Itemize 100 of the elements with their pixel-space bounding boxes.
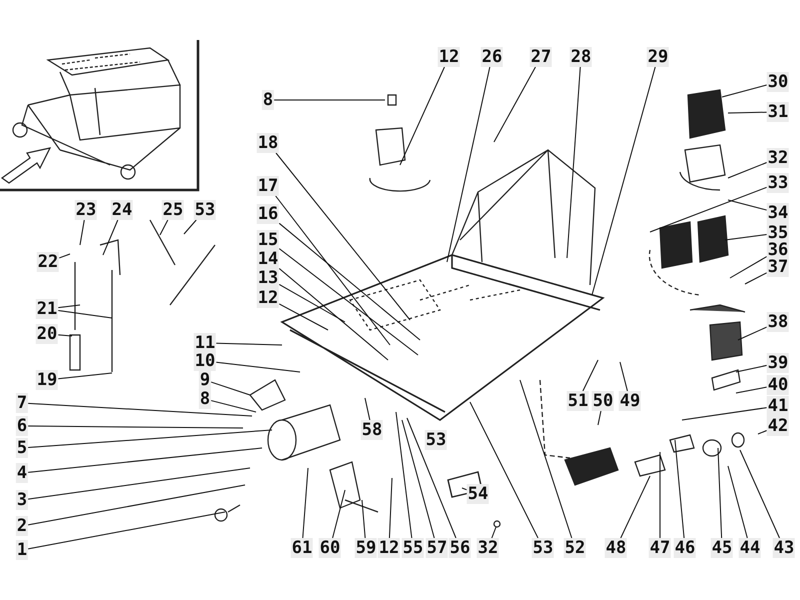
leader-line <box>400 66 445 166</box>
callout-number: 53 <box>194 200 216 220</box>
callout-number: 24 <box>110 200 134 220</box>
callout-number: 9 <box>198 370 212 390</box>
leader-line <box>718 448 722 538</box>
callout-number: 54 <box>466 484 490 504</box>
leader-line <box>402 420 435 538</box>
leader-line <box>278 304 328 330</box>
callout-number: 22 <box>36 252 60 272</box>
callout-number: 28 <box>570 47 592 67</box>
callout-number: 8 <box>262 90 274 110</box>
callout-number: 1 <box>16 540 28 560</box>
callout-number: 53 <box>424 430 448 450</box>
callout-number: 8 <box>198 389 212 409</box>
callout-number: 18 <box>256 133 280 153</box>
leader-line <box>728 112 768 114</box>
leader-line <box>58 334 72 336</box>
leader-line <box>80 220 85 246</box>
callout-number: 26 <box>480 47 504 67</box>
callout-number: 53 <box>532 538 554 558</box>
callout-number: 47 <box>648 538 672 558</box>
leader-line <box>216 362 300 372</box>
leader-line <box>58 372 112 380</box>
leader-line <box>28 402 252 416</box>
leader-line <box>184 220 197 234</box>
leader-line <box>494 66 536 142</box>
callout-number: 40 <box>766 375 790 395</box>
leader-line <box>740 450 780 538</box>
callout-number: 13 <box>256 268 280 288</box>
leader-line <box>58 254 70 258</box>
leader-line <box>491 526 496 538</box>
leader-line <box>396 412 412 538</box>
leader-line <box>650 186 768 232</box>
leader-line <box>160 220 168 236</box>
leader-line <box>28 430 272 448</box>
callout-number: 37 <box>766 257 790 277</box>
leader-line <box>28 448 262 473</box>
leader-line <box>520 380 572 538</box>
callout-number: 20 <box>36 324 58 344</box>
leader-line <box>758 430 768 434</box>
leader-line <box>388 478 392 538</box>
callout-number: 6 <box>16 416 28 436</box>
leader-line <box>620 476 650 538</box>
leader-line <box>28 484 246 526</box>
callout-number: 34 <box>766 203 790 223</box>
leader-line <box>362 500 366 538</box>
leader-line <box>736 386 768 394</box>
leader-line <box>722 84 768 98</box>
callout-number: 42 <box>766 416 790 436</box>
callout-number: 45 <box>710 538 734 558</box>
callout-number: 3 <box>16 490 28 510</box>
callout-number: 16 <box>256 204 280 224</box>
leader-line <box>674 440 685 538</box>
callout-number: 2 <box>16 516 28 536</box>
leader-line <box>728 200 768 211</box>
callout-number: 46 <box>674 538 696 558</box>
callout-number: 50 <box>592 391 614 411</box>
callout-number: 12 <box>256 288 280 308</box>
callout-number: 44 <box>738 538 762 558</box>
callout-number: 17 <box>256 176 280 196</box>
callout-number: 61 <box>290 538 314 558</box>
callout-number: 55 <box>402 538 424 558</box>
callout-number: 58 <box>360 420 384 440</box>
callout-number: 33 <box>766 173 790 193</box>
leader-line <box>598 410 602 426</box>
callout-number: 30 <box>766 72 790 92</box>
callout-number: 48 <box>604 538 628 558</box>
leader-line <box>446 66 490 262</box>
leader-line <box>332 490 346 538</box>
callout-number: 29 <box>646 47 670 67</box>
leader-line <box>278 222 420 340</box>
callout-number: 12 <box>378 538 400 558</box>
leader-line <box>744 272 768 284</box>
leader-line <box>728 162 768 178</box>
callout-number: 25 <box>162 200 184 220</box>
callout-number: 32 <box>766 148 790 168</box>
callout-number: 27 <box>530 47 552 67</box>
leader-line <box>736 364 768 372</box>
leader-line <box>58 304 80 308</box>
leader-line <box>592 66 656 296</box>
callout-number: 41 <box>766 396 790 416</box>
leader-line <box>724 234 768 240</box>
callout-number: 4 <box>16 463 28 483</box>
callout-number: 56 <box>448 538 472 558</box>
leader-line <box>210 382 250 396</box>
callout-number: 14 <box>256 249 280 269</box>
leader-line <box>276 152 410 320</box>
leader-line <box>28 468 250 500</box>
leader-line <box>278 248 418 356</box>
leader-line <box>278 284 346 322</box>
leader-line <box>730 256 768 278</box>
callout-number: 38 <box>766 312 790 332</box>
callout-number: 5 <box>16 438 28 458</box>
callout-number: 7 <box>16 393 28 413</box>
callout-number: 39 <box>766 353 790 373</box>
leader-line <box>216 342 282 346</box>
callout-number: 15 <box>256 230 280 250</box>
callout-number: 57 <box>426 538 448 558</box>
leader-line <box>28 426 244 428</box>
callout-number: 32 <box>476 538 500 558</box>
